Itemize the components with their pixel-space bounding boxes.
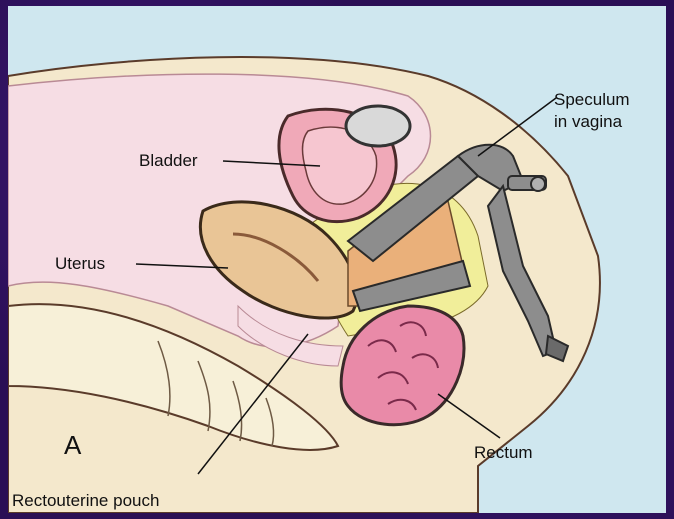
label-uterus: Uterus: [55, 254, 105, 273]
pubic-bone: [346, 106, 410, 146]
pelvic-anatomy-illustration: [8, 6, 666, 513]
diagram-panel: Speculum in vagina Bladder Uterus Rectum…: [8, 6, 666, 513]
label-rectum: Rectum: [474, 443, 533, 462]
label-speculum-line1: Speculum: [554, 90, 630, 109]
label-rectouterine-pouch: Rectouterine pouch: [12, 491, 159, 510]
panel-letter: A: [64, 431, 81, 459]
label-speculum-line2: in vagina: [554, 112, 622, 131]
label-bladder: Bladder: [139, 151, 198, 170]
